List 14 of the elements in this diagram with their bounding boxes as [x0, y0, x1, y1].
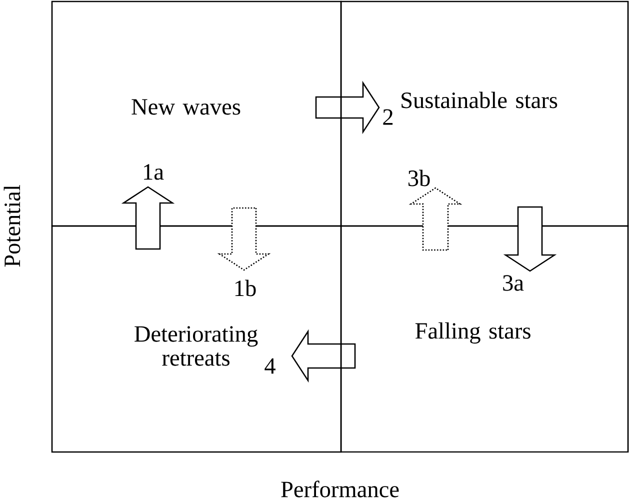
- edge-label: 4: [264, 358, 276, 374]
- block-arrow: [217, 207, 271, 271]
- edge-label: 1a: [144, 164, 164, 180]
- edge-label: 3a: [503, 275, 524, 291]
- block-arrow: [408, 187, 462, 251]
- block-arrow: [315, 80, 380, 134]
- edge-label: 3b: [408, 170, 430, 186]
- axis-label: Performance: [281, 480, 399, 498]
- edge-label: 2: [383, 109, 393, 125]
- block-arrow: [503, 206, 557, 272]
- axis-label: Potential: [4, 185, 20, 267]
- block-arrow: [291, 329, 356, 383]
- edge-label: 1b: [235, 280, 256, 296]
- block-arrow: [121, 186, 175, 250]
